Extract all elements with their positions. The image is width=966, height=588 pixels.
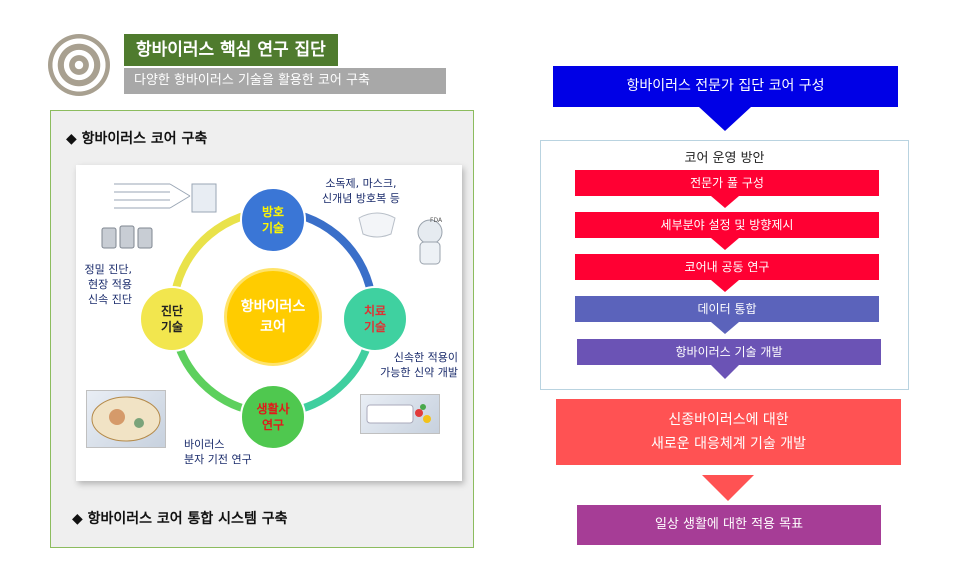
down-arrow-icon xyxy=(699,107,751,131)
goal-line1: 신종바이러스에 대한 xyxy=(668,412,789,428)
annotation-treatment-line1: 신속한 적용이 xyxy=(393,351,458,364)
core-center-node: 항바이러스 코어 xyxy=(224,268,322,366)
annotation-diagnosis-line3: 신속 진단 xyxy=(88,293,132,306)
new-virus-response-goal: 신종바이러스에 대한 새로운 대응체계 기술 개발 xyxy=(556,399,901,465)
node-diagnosis-line1: 진단 xyxy=(160,304,184,318)
node-treatment-line2: 기술 xyxy=(363,320,387,334)
node-protection-line1: 방호 xyxy=(261,205,285,219)
mask-image xyxy=(355,208,399,240)
annotation-protection: 소독제, 마스크, 신개념 방호복 등 xyxy=(322,176,400,206)
node-lifecycle-line2: 연구 xyxy=(261,418,285,432)
step-arrow-icon xyxy=(711,238,739,250)
annotation-diagnosis-line2: 현장 적용 xyxy=(88,278,132,291)
step-arrow-icon xyxy=(711,196,739,208)
annotation-diagnosis: 정밀 진단, 현장 적용 신속 진단 xyxy=(76,262,132,307)
annotation-protection-line2: 신개념 방호복 등 xyxy=(322,192,400,205)
node-protection-line2: 기술 xyxy=(261,221,285,235)
annotation-lifecycle-line2: 분자 기전 연구 xyxy=(184,453,252,466)
page-title: 항바이러스 핵심 연구 집단 xyxy=(124,34,338,66)
diagnostic-kit-image xyxy=(100,222,156,252)
annotation-protection-line1: 소독제, 마스크, xyxy=(325,177,397,190)
step-arrow-icon xyxy=(711,280,739,292)
section-integrated-system: ◆ 항바이러스 코어 통합 시스템 구축 xyxy=(72,511,288,527)
node-lifecycle: 생활사 연구 xyxy=(240,384,306,450)
cell-structure-image xyxy=(86,390,166,448)
goal-line2: 새로운 대응체계 기술 개발 xyxy=(650,436,807,452)
medicine-pills-image xyxy=(360,394,440,434)
down-arrow-icon xyxy=(702,475,754,501)
core-center-line2: 코어 xyxy=(260,319,286,335)
annotation-diagnosis-line1: 정밀 진단, xyxy=(84,263,132,276)
core-operation-title: 코어 운영 방안 xyxy=(684,151,765,166)
protective-suit-image xyxy=(404,214,454,266)
annotation-treatment-line2: 가능한 신약 개발 xyxy=(380,366,458,379)
annotation-lifecycle-line1: 바이러스 xyxy=(184,438,225,451)
fda-label: FDA xyxy=(430,217,443,224)
expert-core-banner: 항바이러스 전문가 집단 코어 구성 xyxy=(553,66,898,107)
step-tech-development: 항바이러스 기술 개발 xyxy=(577,339,881,365)
step-expert-pool: 전문가 풀 구성 xyxy=(575,170,879,196)
step-arrow-icon xyxy=(711,365,739,379)
daily-life-application-goal: 일상 생활에 대한 적용 목표 xyxy=(577,505,881,545)
annotation-treatment: 신속한 적용이 가능한 신약 개발 xyxy=(372,350,458,380)
core-center-line1: 항바이러스 xyxy=(240,299,306,315)
node-diagnosis-line2: 기술 xyxy=(160,320,184,334)
gene-analysis-image xyxy=(110,178,220,218)
target-logo-icon xyxy=(48,34,110,96)
annotation-lifecycle: 바이러스 분자 기전 연구 xyxy=(184,437,252,467)
node-diagnosis: 진단 기술 xyxy=(139,286,205,352)
step-joint-research: 코어내 공동 연구 xyxy=(575,254,879,280)
step-arrow-icon xyxy=(711,322,739,334)
page-subtitle: 다양한 항바이러스 기술을 활용한 코어 구축 xyxy=(124,68,446,94)
section-core-build: ◆ 항바이러스 코어 구축 xyxy=(66,131,208,147)
node-lifecycle-line1: 생활사 xyxy=(256,402,290,416)
node-treatment: 치료 기술 xyxy=(342,286,408,352)
node-protection: 방호 기술 xyxy=(240,187,306,253)
node-treatment-line1: 치료 xyxy=(363,304,387,318)
step-field-setting: 세부분야 설정 및 방향제시 xyxy=(575,212,879,238)
step-data-integration: 데이터 통합 xyxy=(575,296,879,322)
